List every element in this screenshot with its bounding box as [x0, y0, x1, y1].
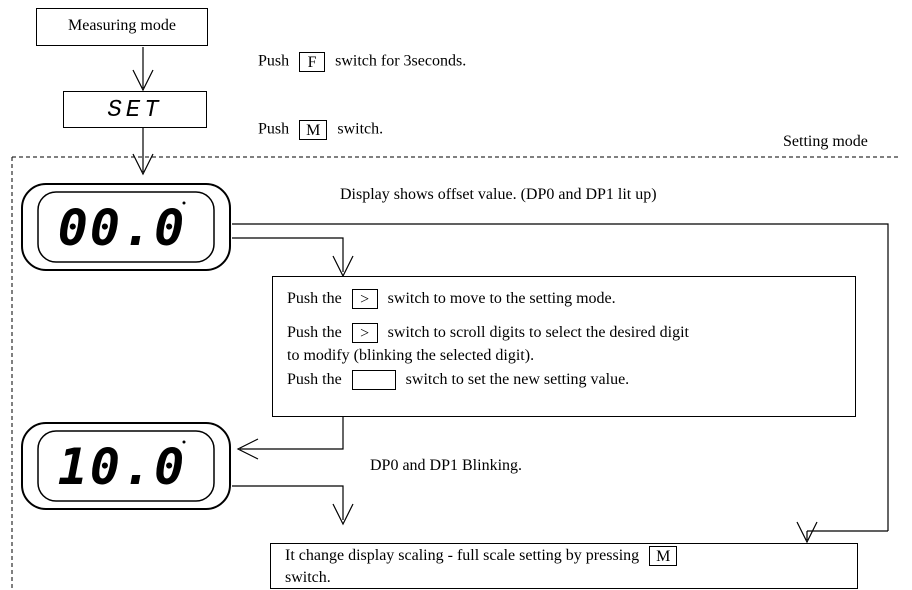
led-digits-new-value: 10.0 — [57, 438, 187, 496]
led-digits-offset: 00.0 — [57, 199, 187, 257]
arrow-to-display2 — [236, 438, 259, 460]
instruction-push-f: Push F switch for 3seconds. — [258, 52, 467, 72]
led-display-new-value — [21, 422, 231, 510]
final-line-1: It change display scaling - full scale s… — [285, 545, 683, 567]
led-display-offset — [21, 183, 231, 271]
final-panel: It change display scaling - full scale s… — [270, 543, 858, 589]
procedure-line-2: Push the > switch to scroll digits to se… — [287, 323, 689, 344]
arrow-to-final-left — [332, 503, 354, 526]
set-display-text: SET — [107, 97, 163, 124]
blink-note: DP0 and DP1 Blinking. — [370, 457, 523, 474]
setting-mode-label: Setting mode — [783, 133, 868, 150]
procedure-line-3: to modify (blinking the selected digit). — [287, 347, 535, 364]
right-key: > — [351, 289, 378, 310]
arrow-to-final-right — [796, 521, 818, 544]
right-key: > — [351, 323, 378, 344]
final-line-2: switch. — [285, 569, 331, 586]
procedure-panel: Push the > switch to move to the setting… — [272, 276, 856, 417]
measuring-mode-box: Measuring mode — [36, 8, 208, 46]
f-key: F — [299, 52, 326, 72]
arrow-down-2 — [132, 153, 154, 176]
offset-note: Display shows offset value. (DP0 and DP1… — [340, 186, 657, 203]
procedure-line-4: Push the switch to set the new setting v… — [287, 369, 629, 391]
instruction-push-m: Push M switch. — [258, 120, 384, 140]
procedure-line-1: Push the > switch to move to the setting… — [287, 289, 616, 310]
measuring-mode-label: Measuring mode — [68, 17, 176, 34]
set-display-box: SET — [63, 91, 207, 128]
m-key: M — [299, 120, 328, 140]
up-key — [351, 370, 396, 391]
arrow-down-1 — [132, 69, 154, 92]
m-key: M — [649, 546, 678, 567]
